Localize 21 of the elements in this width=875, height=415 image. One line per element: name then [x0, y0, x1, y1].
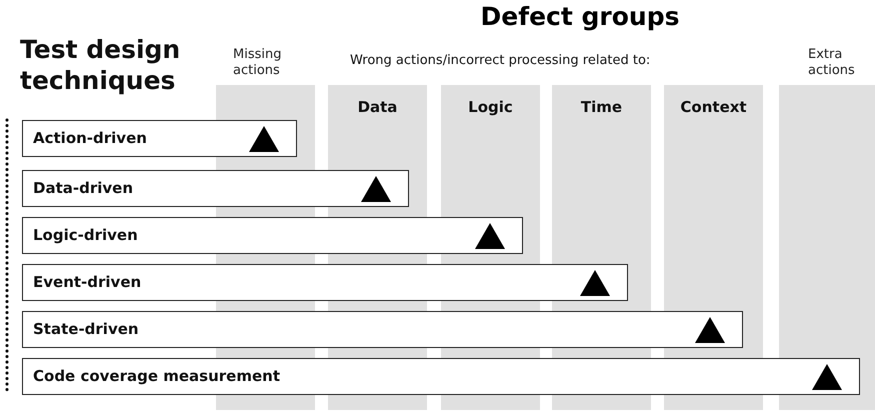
bar-label: Action-driven: [33, 129, 147, 147]
technique-bar: [22, 358, 860, 395]
technique-bar: [22, 170, 409, 207]
technique-bar: [22, 311, 743, 348]
column-heading: Extra actions: [808, 47, 856, 79]
bar-label: Logic-driven: [33, 226, 138, 244]
bar-label: Code coverage measurement: [33, 367, 280, 385]
axis-heading: Test design techniques: [20, 34, 182, 96]
column-heading: Context: [679, 98, 748, 116]
technique-bar: [22, 217, 523, 254]
bar-label: Event-driven: [33, 273, 142, 291]
column-heading: Missing actions: [233, 47, 282, 79]
chart-title: Defect groups: [480, 2, 680, 31]
bar-label: Data-driven: [33, 179, 133, 197]
column-heading: Logic: [467, 98, 514, 116]
column-heading: Data: [356, 98, 398, 116]
group-heading: Wrong actions/incorrect processing related to:: [350, 53, 652, 69]
bar-label: State-driven: [33, 320, 139, 338]
column-heading: Time: [580, 98, 624, 116]
technique-bar: [22, 264, 628, 301]
technique-bar: [22, 120, 297, 157]
